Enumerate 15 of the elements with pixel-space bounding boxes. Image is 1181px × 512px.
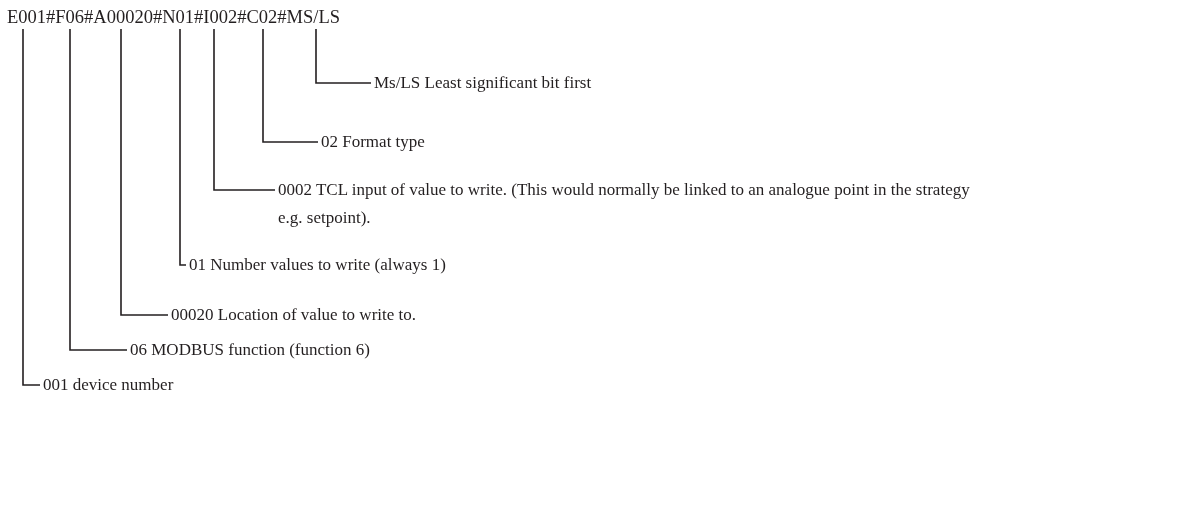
leader-line [69, 28, 128, 351]
description-text: Ms/LS Least significant bit first [374, 69, 592, 97]
description-text: 06 MODBUS function (function 6) [130, 336, 370, 364]
code-string: E001#F06#A00020#N01#I002#C02#MS/LS [7, 6, 341, 28]
leader-line [262, 28, 319, 143]
description-text: 001 device number [43, 371, 174, 399]
leader-line [120, 28, 169, 316]
leader-line [315, 28, 372, 84]
leader-line [22, 28, 41, 386]
leader-line [213, 28, 276, 191]
description-text: 00020 Location of value to write to. [171, 301, 417, 329]
description-text: 02 Format type [321, 128, 425, 156]
description-text: 0002 TCL input of value to write. (This would normally be linked to an analogue point in the strategy e.g. setpoint). [278, 176, 978, 232]
leader-line [179, 28, 187, 266]
description-text: 01 Number values to write (always 1) [189, 251, 446, 279]
